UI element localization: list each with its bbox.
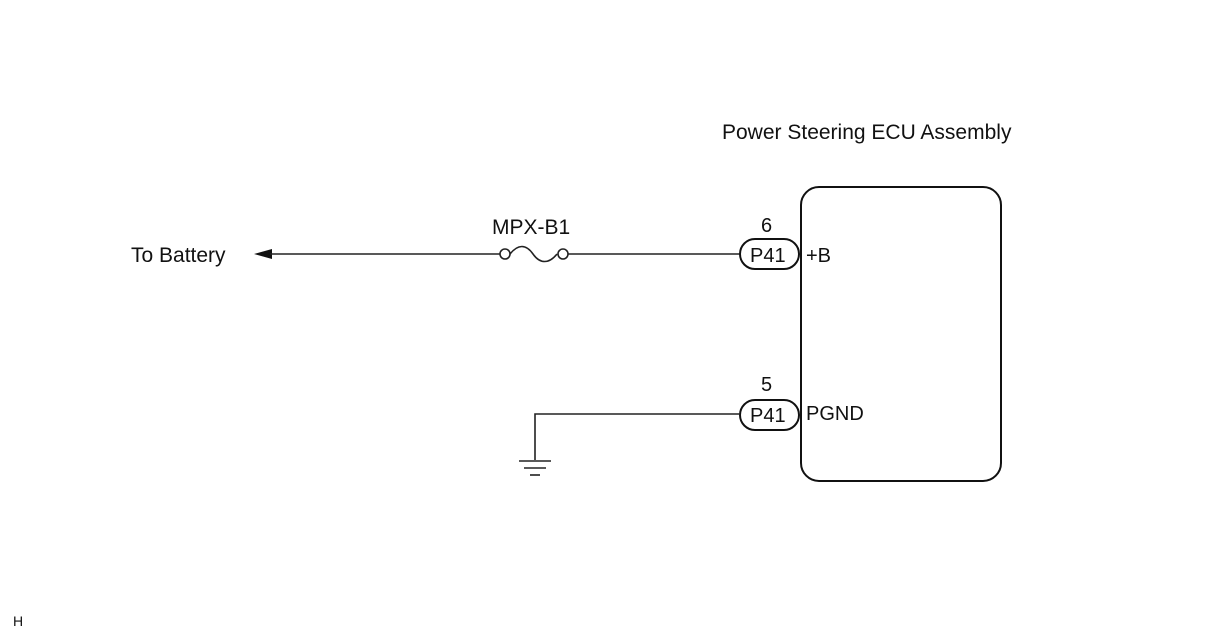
terminal-label-b: +B: [806, 245, 831, 267]
ecu-box: [800, 186, 1002, 482]
connector-p41-pin6: [739, 238, 800, 270]
battery-label: To Battery: [131, 244, 226, 267]
terminal-label-pgnd: PGND: [806, 403, 864, 425]
connector-p41-pin5: [739, 399, 800, 431]
ground-symbol-icon: [519, 460, 551, 476]
fuse-icon: [499, 245, 569, 263]
wire-ground: [534, 413, 740, 460]
pin-number-5: 5: [761, 374, 772, 396]
figure-code: H: [13, 613, 23, 629]
battery-arrow-icon: [254, 249, 272, 259]
connector-p41-pin5-label: P41: [750, 405, 786, 427]
pin-number-6: 6: [761, 215, 772, 237]
connector-p41-pin6-label: P41: [750, 245, 786, 267]
ecu-title: Power Steering ECU Assembly: [722, 121, 1012, 144]
fuse-label: MPX-B1: [492, 216, 570, 239]
